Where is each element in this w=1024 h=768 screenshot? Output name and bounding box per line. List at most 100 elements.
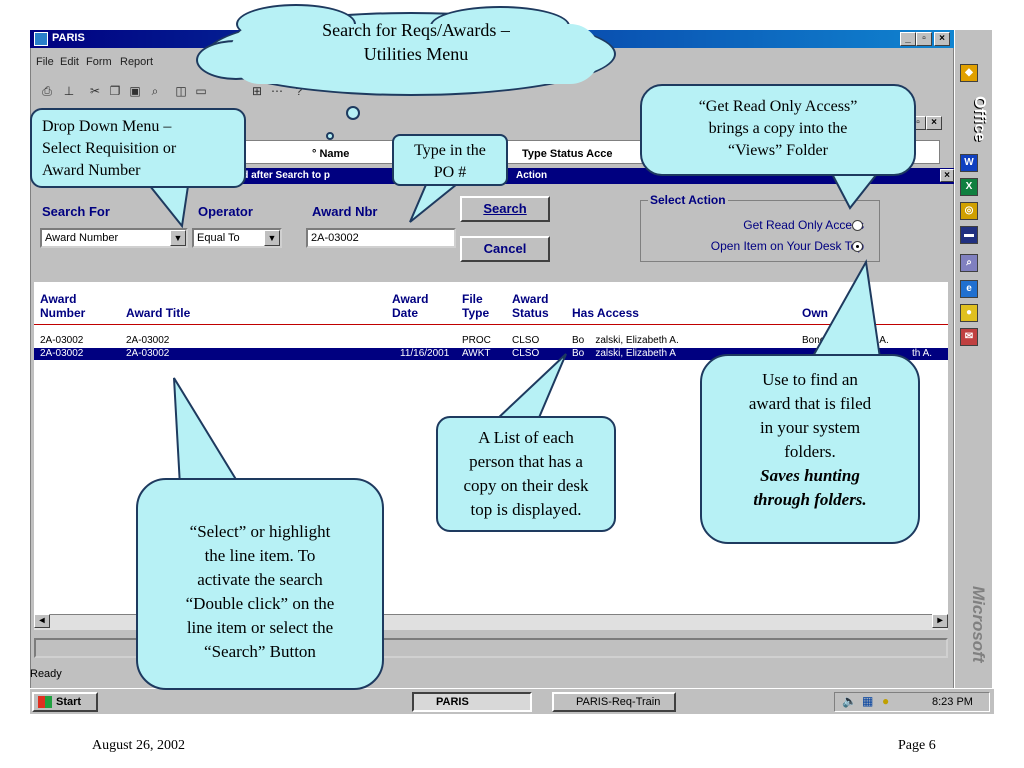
cloud-text: Search for Reqs/Awards – Utilities Menu [236, 18, 596, 66]
dropdown-callout: Drop Down Menu – Select Requisition or A… [30, 108, 246, 188]
header-award-number-2: Number [40, 306, 86, 320]
footer-date: August 26, 2002 [92, 738, 185, 753]
header-award-date-2: Date [392, 306, 419, 320]
close-button[interactable]: × [934, 32, 950, 46]
find-award-callout: Use to find an award that is filed in yo… [700, 354, 920, 544]
ie-icon[interactable]: e [960, 280, 978, 298]
lower-panel [34, 638, 948, 658]
restore-button[interactable]: ▫ [916, 32, 932, 46]
header-award-status-1: Award [512, 292, 549, 306]
window-title: PARIS [52, 32, 85, 44]
award-nbr-value: 2A-03002 [311, 232, 359, 244]
network-icon[interactable]: ▦ [862, 694, 874, 708]
search-button[interactable]: Search [460, 196, 550, 222]
search-button-label: Search [483, 201, 527, 216]
award-nbr-input[interactable]: 2A-03002 [306, 228, 456, 248]
cell-owner: th A. [912, 348, 933, 359]
help-icon[interactable]: ? [295, 84, 303, 98]
office-icon[interactable]: ◆ [960, 64, 978, 82]
find-award-line-1: Use to find an [762, 370, 858, 389]
footer-page: Page 6 [898, 738, 936, 753]
clock: 8:23 PM [932, 696, 973, 708]
more-icon[interactable]: ⋯ [271, 84, 283, 98]
find-icon[interactable]: ⌕ [151, 84, 159, 98]
select-action-label: Select Action [648, 193, 728, 207]
powerpoint-icon[interactable]: ▬ [960, 226, 978, 244]
select-callout-tail [173, 377, 242, 487]
tray-icon[interactable]: ● [882, 694, 890, 708]
paste-icon[interactable]: ▣ [129, 84, 141, 98]
search-for-value: Award Number [45, 232, 119, 244]
dialog-close-button[interactable]: × [940, 169, 954, 182]
cut-icon[interactable]: ✂ [89, 84, 101, 98]
chevron-down-icon[interactable]: ▼ [170, 230, 186, 246]
list-callout-line-1: A List of each [478, 428, 574, 447]
access-icon[interactable]: ✉ [960, 328, 978, 346]
header-file-type-1: File [462, 292, 483, 306]
taskbar-paris-button[interactable]: PARIS [412, 692, 532, 712]
print-icon[interactable]: ⎙ [42, 84, 52, 98]
inner-close-button[interactable]: × [926, 116, 942, 130]
schedule-icon[interactable]: ● [960, 304, 978, 322]
taskbar-paris-train-button[interactable]: PARIS-Req-Train [552, 692, 676, 712]
read-only-callout-line-3: “Views” Folder [728, 142, 828, 159]
binder-icon[interactable]: ⌕ [960, 254, 978, 272]
list-callout: A List of each person that has a copy on… [436, 416, 616, 532]
read-only-callout: “Get Read Only Access” brings a copy int… [640, 84, 916, 176]
menu-edit[interactable]: Edit [60, 56, 79, 68]
open-option-label[interactable]: Open Item on Your Desk Top [710, 239, 864, 253]
cell-number: 2A-03002 [40, 335, 84, 346]
table-row[interactable]: 2A-03002 2A-03002 PROC CLSO Bo zalski, E… [34, 335, 948, 347]
tree-icon[interactable]: ⊞ [251, 84, 263, 98]
speaker-icon[interactable]: 🔈 [842, 694, 857, 708]
select-callout-line-2: the line item. To [204, 546, 316, 565]
start-button[interactable]: Start [32, 692, 98, 712]
find-award-line-2: award that is filed [748, 394, 872, 413]
dropdown-callout-line-3: Award Number [42, 162, 141, 179]
select-callout-line-3: activate the search [197, 570, 323, 589]
filter-icon[interactable]: ⊥ [63, 84, 75, 98]
menu-form[interactable]: Form [86, 56, 112, 68]
cancel-button[interactable]: Cancel [460, 236, 550, 262]
chevron-down-icon[interactable]: ▼ [264, 230, 280, 246]
cloud-tail-dot [346, 106, 360, 120]
window-icon[interactable]: ▭ [195, 84, 207, 98]
copy-icon[interactable]: ❐ [109, 84, 121, 98]
find-award-emph-1: Saves hunting [760, 466, 860, 485]
cloud-fill [230, 24, 600, 84]
scroll-left-button[interactable]: ◂ [34, 614, 50, 628]
list-callout-line-2: person that has a [469, 452, 583, 471]
columns-icon[interactable]: ◫ [175, 84, 187, 98]
windows-logo-icon [38, 696, 52, 708]
status-bar-text: Ready [30, 668, 62, 680]
read-only-radio[interactable] [852, 220, 863, 231]
select-callout-line-1: “Select” or highlight [189, 522, 331, 541]
office-label: Office [971, 96, 988, 142]
dialog-title-right: Action [516, 170, 548, 181]
outlook-icon[interactable]: ◎ [960, 202, 978, 220]
cell-title: 2A-03002 [126, 335, 170, 346]
find-award-line-4: folders. [784, 442, 836, 461]
select-callout-line-5: line item or select the [186, 618, 334, 637]
read-only-option-label[interactable]: Get Read Only Access [743, 218, 864, 232]
menu-report[interactable]: Report [120, 56, 154, 68]
menu-file[interactable]: File [36, 56, 54, 68]
select-callout-line-6: “Search” Button [204, 642, 316, 661]
microsoft-label: Microsoft [969, 586, 988, 663]
excel-icon[interactable]: X [960, 178, 978, 196]
scroll-right-button[interactable]: ▸ [932, 614, 948, 628]
open-radio[interactable] [852, 241, 863, 252]
operator-dropdown[interactable]: Equal To [192, 228, 282, 248]
word-icon[interactable]: W [960, 154, 978, 172]
header-award-date-1: Award [392, 292, 429, 306]
cancel-button-label: Cancel [483, 241, 527, 256]
header-award-title: Award Title [126, 306, 191, 320]
search-for-dropdown[interactable]: Award Number [40, 228, 188, 248]
header-divider [34, 324, 948, 325]
select-callout-line-4: “Double click” on the [185, 594, 335, 613]
operator-label: Operator [198, 204, 253, 219]
cell-access: Bo zalski, Elizabeth A. [572, 335, 679, 346]
minimize-button[interactable]: _ [900, 32, 916, 46]
